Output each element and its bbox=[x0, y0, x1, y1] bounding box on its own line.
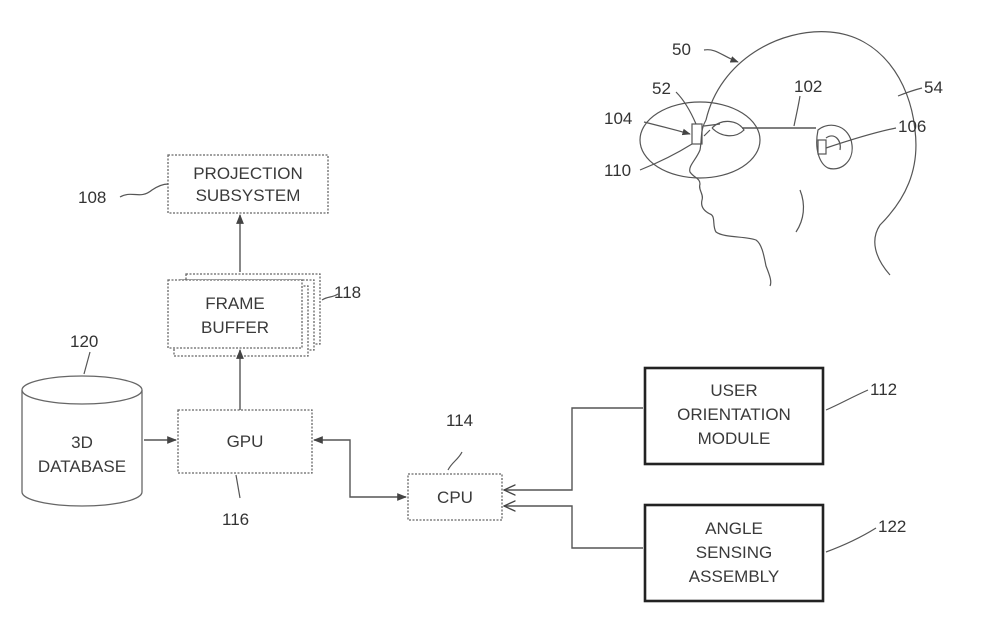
ref-120: 120 bbox=[70, 332, 98, 351]
ref-114: 114 bbox=[446, 411, 473, 430]
leader-102 bbox=[793, 95, 801, 127]
ref-112: 112 bbox=[870, 380, 897, 399]
frame-buffer-label-1: FRAME bbox=[205, 294, 265, 313]
leader-120 bbox=[83, 351, 91, 375]
gpu-block: GPU bbox=[177, 409, 313, 474]
leader-54 bbox=[897, 87, 923, 97]
gpu-label: GPU bbox=[227, 432, 264, 451]
projection-label-2: SUBSYSTEM bbox=[196, 186, 301, 205]
ear bbox=[816, 124, 853, 170]
leader-110 bbox=[639, 143, 693, 171]
leader-118 bbox=[321, 293, 339, 301]
frame-buffer-label-2: BUFFER bbox=[201, 318, 269, 337]
leader-112 bbox=[825, 389, 869, 411]
orientation-label-1: USER bbox=[710, 381, 757, 400]
ref-52: 52 bbox=[652, 79, 671, 98]
ref-50: 50 bbox=[672, 40, 691, 59]
orientation-label-2: ORIENTATION bbox=[677, 405, 791, 424]
leader-50 bbox=[703, 49, 739, 63]
display-ellipse bbox=[639, 101, 761, 179]
leader-52 bbox=[675, 91, 697, 125]
light-rays bbox=[703, 123, 721, 137]
lens-element bbox=[691, 123, 703, 145]
angle-label-1: ANGLE bbox=[705, 519, 763, 538]
cpu-block: CPU bbox=[407, 473, 503, 521]
angle-label-2: SENSING bbox=[696, 543, 773, 562]
arrow-angle-to-cpu bbox=[504, 506, 643, 549]
ref-106: 106 bbox=[898, 117, 926, 136]
user-orientation-module-block: USER ORIENTATION MODULE bbox=[643, 366, 825, 466]
leader-116 bbox=[235, 474, 241, 499]
ref-116: 116 bbox=[222, 510, 249, 529]
arrow-gpu-cpu-bidirectional bbox=[313, 436, 407, 501]
ref-110: 110 bbox=[604, 161, 631, 180]
angle-label-3: ASSEMBLY bbox=[689, 567, 779, 586]
leader-106 bbox=[825, 127, 897, 149]
eye bbox=[711, 120, 745, 137]
angle-sensing-assembly-block: ANGLE SENSING ASSEMBLY bbox=[643, 503, 825, 603]
leader-108 bbox=[119, 183, 169, 198]
ref-108: 108 bbox=[78, 188, 106, 207]
jaw-line bbox=[795, 189, 805, 233]
projection-subsystem-block: PROJECTION SUBSYSTEM bbox=[167, 154, 329, 214]
leader-104 bbox=[643, 121, 691, 136]
database-cylinder: 3D DATABASE bbox=[21, 375, 143, 507]
user-head-illustration bbox=[639, 31, 917, 287]
leader-114 bbox=[447, 451, 463, 471]
database-label-2: DATABASE bbox=[38, 457, 126, 476]
frame-buffer-block: FRAME BUFFER bbox=[167, 273, 321, 357]
ref-102: 102 bbox=[794, 77, 822, 96]
face-profile bbox=[689, 119, 772, 287]
head-outline bbox=[705, 31, 917, 276]
ref-54: 54 bbox=[924, 78, 943, 97]
leader-122 bbox=[825, 527, 877, 553]
database-label-1: 3D bbox=[71, 433, 93, 452]
ref-118: 118 bbox=[334, 283, 361, 302]
orientation-label-3: MODULE bbox=[698, 429, 771, 448]
arrow-orientation-to-cpu bbox=[504, 407, 643, 490]
ref-104: 104 bbox=[604, 109, 632, 128]
ref-122: 122 bbox=[878, 517, 906, 536]
projection-label-1: PROJECTION bbox=[193, 164, 303, 183]
ear-inner bbox=[825, 135, 841, 151]
speaker bbox=[817, 139, 827, 155]
cpu-label: CPU bbox=[437, 488, 473, 507]
